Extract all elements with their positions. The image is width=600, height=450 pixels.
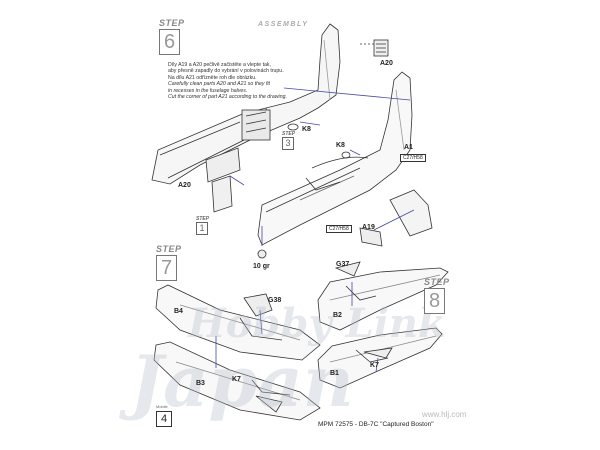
step6-word: STEP (159, 18, 185, 28)
assembly-title: ASSEMBLY (258, 21, 309, 28)
assembly-arrows-step7 (215, 309, 263, 368)
label-g37: G37 (336, 261, 350, 268)
ref-step3-badge: STEP 3 (282, 131, 295, 150)
k8-small-part (287, 123, 351, 159)
label-k8-a: K8 (302, 126, 311, 133)
instr-cz-line3: Na dílu A21 odřízněte roh dle obrázku. (168, 74, 257, 81)
fuselage-left-half (151, 23, 341, 213)
label-k7-right: K7 (370, 362, 379, 369)
page-word: Mobile (156, 404, 168, 409)
weight-ballast (257, 249, 267, 259)
label-g38: G38 (268, 297, 282, 304)
instr-cz-line2: aby přesně zapadly do vybrání v poloviná… (168, 68, 284, 75)
label-weight: 10 gr (253, 263, 270, 270)
right-wing-lower (317, 327, 443, 389)
ref-step1-word: STEP (196, 216, 210, 222)
paint-code-a19: C27/H58 (326, 225, 352, 233)
step6-number: 6 (159, 29, 180, 55)
paint-code-a1: C27/H58 (400, 154, 426, 162)
label-a20-left: A20 (178, 182, 191, 189)
ref-step1-badge: STEP 1 (196, 216, 209, 235)
label-a19: A19 (362, 224, 375, 231)
kit-caption: MPM 72575 - DB-7C "Captured Boston" (318, 421, 434, 428)
left-wing-lower (153, 341, 321, 421)
watermark-url: www.hlj.com (422, 410, 467, 419)
fuselage-right-half (257, 71, 433, 247)
label-k8-b: K8 (336, 142, 345, 149)
step8-number: 8 (424, 288, 445, 314)
right-wing-upper (317, 261, 449, 331)
instr-en-line2: in recesses in the fuselage halves. (168, 87, 248, 94)
watermark-logo-line2: Japan (130, 340, 354, 423)
ref-step3-word: STEP (282, 131, 296, 137)
instr-en-line1: Carefully clean parts A20 and A21 so the… (168, 81, 270, 88)
label-b4: B4 (174, 308, 183, 315)
step7-word: STEP (156, 244, 182, 254)
ref-step3-number: 3 (282, 137, 294, 150)
page-number: 4 (156, 411, 172, 427)
left-wing-upper (155, 284, 321, 361)
assembly-arrows-step8 (351, 282, 379, 373)
a20-tab-part (360, 39, 389, 57)
instr-en-line3: Cut the corner of part A21 according to … (168, 94, 287, 101)
label-a1: A1 (404, 144, 413, 151)
step7-number: 7 (156, 255, 177, 281)
label-b3: B3 (196, 380, 205, 387)
instr-cz-line1: Díly A19 a A20 pečlivě začistěte a vlept… (168, 62, 271, 68)
label-k7-left: K7 (232, 376, 241, 383)
label-b1: B1 (330, 370, 339, 377)
ref-step1-number: 1 (196, 222, 208, 235)
step8-word: STEP (424, 277, 450, 287)
step6-instructions: Díly A19 a A20 pečlivě začistěte a vlept… (168, 62, 308, 100)
assembly-arrows-step6 (229, 87, 415, 246)
label-a20-top: A20 (380, 60, 393, 67)
watermark-logo-line1: Hobby Link (188, 300, 446, 347)
label-b2: B2 (333, 312, 342, 319)
